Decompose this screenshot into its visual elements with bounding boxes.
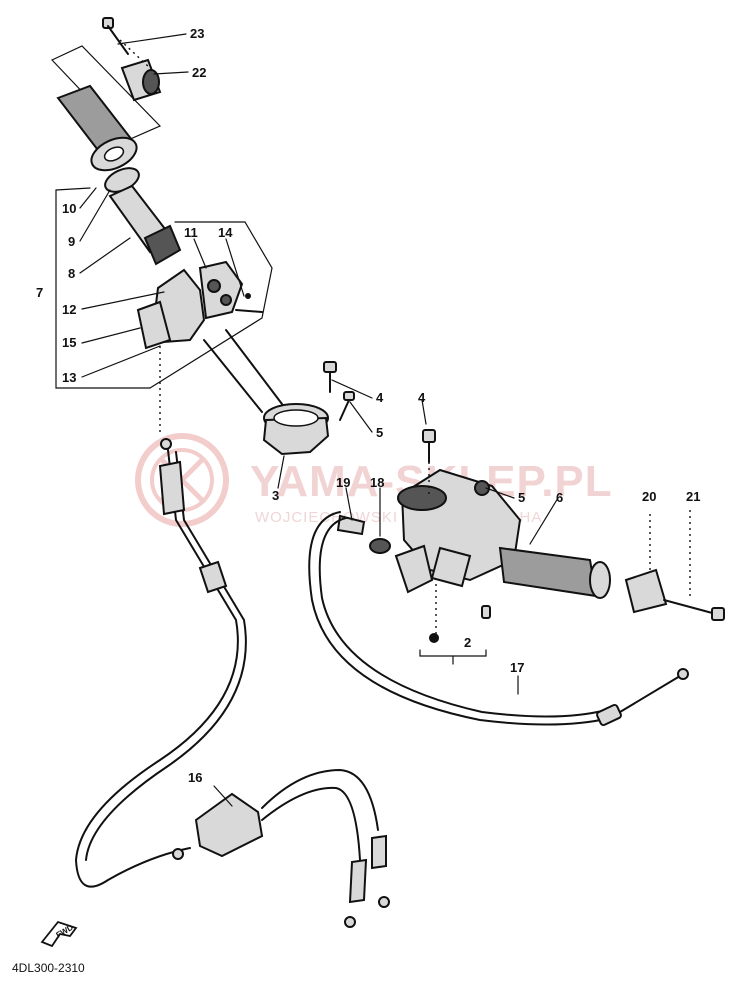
callout-12: 12 <box>62 302 76 317</box>
bolt-4-right <box>422 429 436 463</box>
handlebar-3 <box>203 329 330 456</box>
callout-19: 19 <box>336 475 350 490</box>
right-grip <box>498 546 611 599</box>
callout-16: 16 <box>188 770 202 785</box>
throttle-cables-16 <box>75 438 390 928</box>
bar-end-20 <box>624 568 668 614</box>
callout-11: 11 <box>184 225 198 240</box>
callout-3: 3 <box>272 488 279 503</box>
callout-14: 14 <box>218 225 233 240</box>
grip-10 <box>56 84 138 172</box>
watermark-logo <box>135 433 229 527</box>
callout-9: 9 <box>68 234 75 249</box>
bolt-5-left <box>339 391 355 421</box>
callout-13: 13 <box>62 370 76 385</box>
bolt-2 <box>429 605 491 643</box>
throttle-housing <box>136 260 263 350</box>
callout-15: 15 <box>62 335 76 350</box>
callout-5-right: 5 <box>518 490 525 505</box>
callout-5-left: 5 <box>376 425 383 440</box>
drawing-code: 4DL300-2310 <box>12 961 85 975</box>
bolt-4-left <box>323 361 337 393</box>
throttle-tube-8 <box>108 184 182 266</box>
bar-end-22 <box>120 58 162 102</box>
cable-17 <box>308 511 689 727</box>
callout-4-left: 4 <box>376 390 384 405</box>
screw-21 <box>663 599 725 621</box>
callout-18: 18 <box>370 475 384 490</box>
callout-23: 23 <box>190 26 204 41</box>
callout-22: 22 <box>192 65 206 80</box>
callout-4-right: 4 <box>418 390 426 405</box>
callout-17: 17 <box>510 660 524 675</box>
callout-10: 10 <box>62 201 76 216</box>
callout-labels: 23 22 10 9 8 7 11 14 12 15 13 4 5 4 3 19… <box>36 26 700 785</box>
callout-7: 7 <box>36 285 43 300</box>
adjuster-19 <box>336 514 366 536</box>
screw-23 <box>102 17 129 55</box>
callout-8: 8 <box>68 266 75 281</box>
callout-20: 20 <box>642 489 656 504</box>
leader-lines <box>79 33 559 807</box>
bracket-2 <box>419 649 487 657</box>
front-arrow-icon: FWD <box>40 920 78 948</box>
alignment-lines <box>119 39 691 634</box>
callout-21: 21 <box>686 489 700 504</box>
callout-6: 6 <box>556 490 563 505</box>
brake-switch-18 <box>369 538 434 594</box>
callout-2: 2 <box>464 635 471 650</box>
